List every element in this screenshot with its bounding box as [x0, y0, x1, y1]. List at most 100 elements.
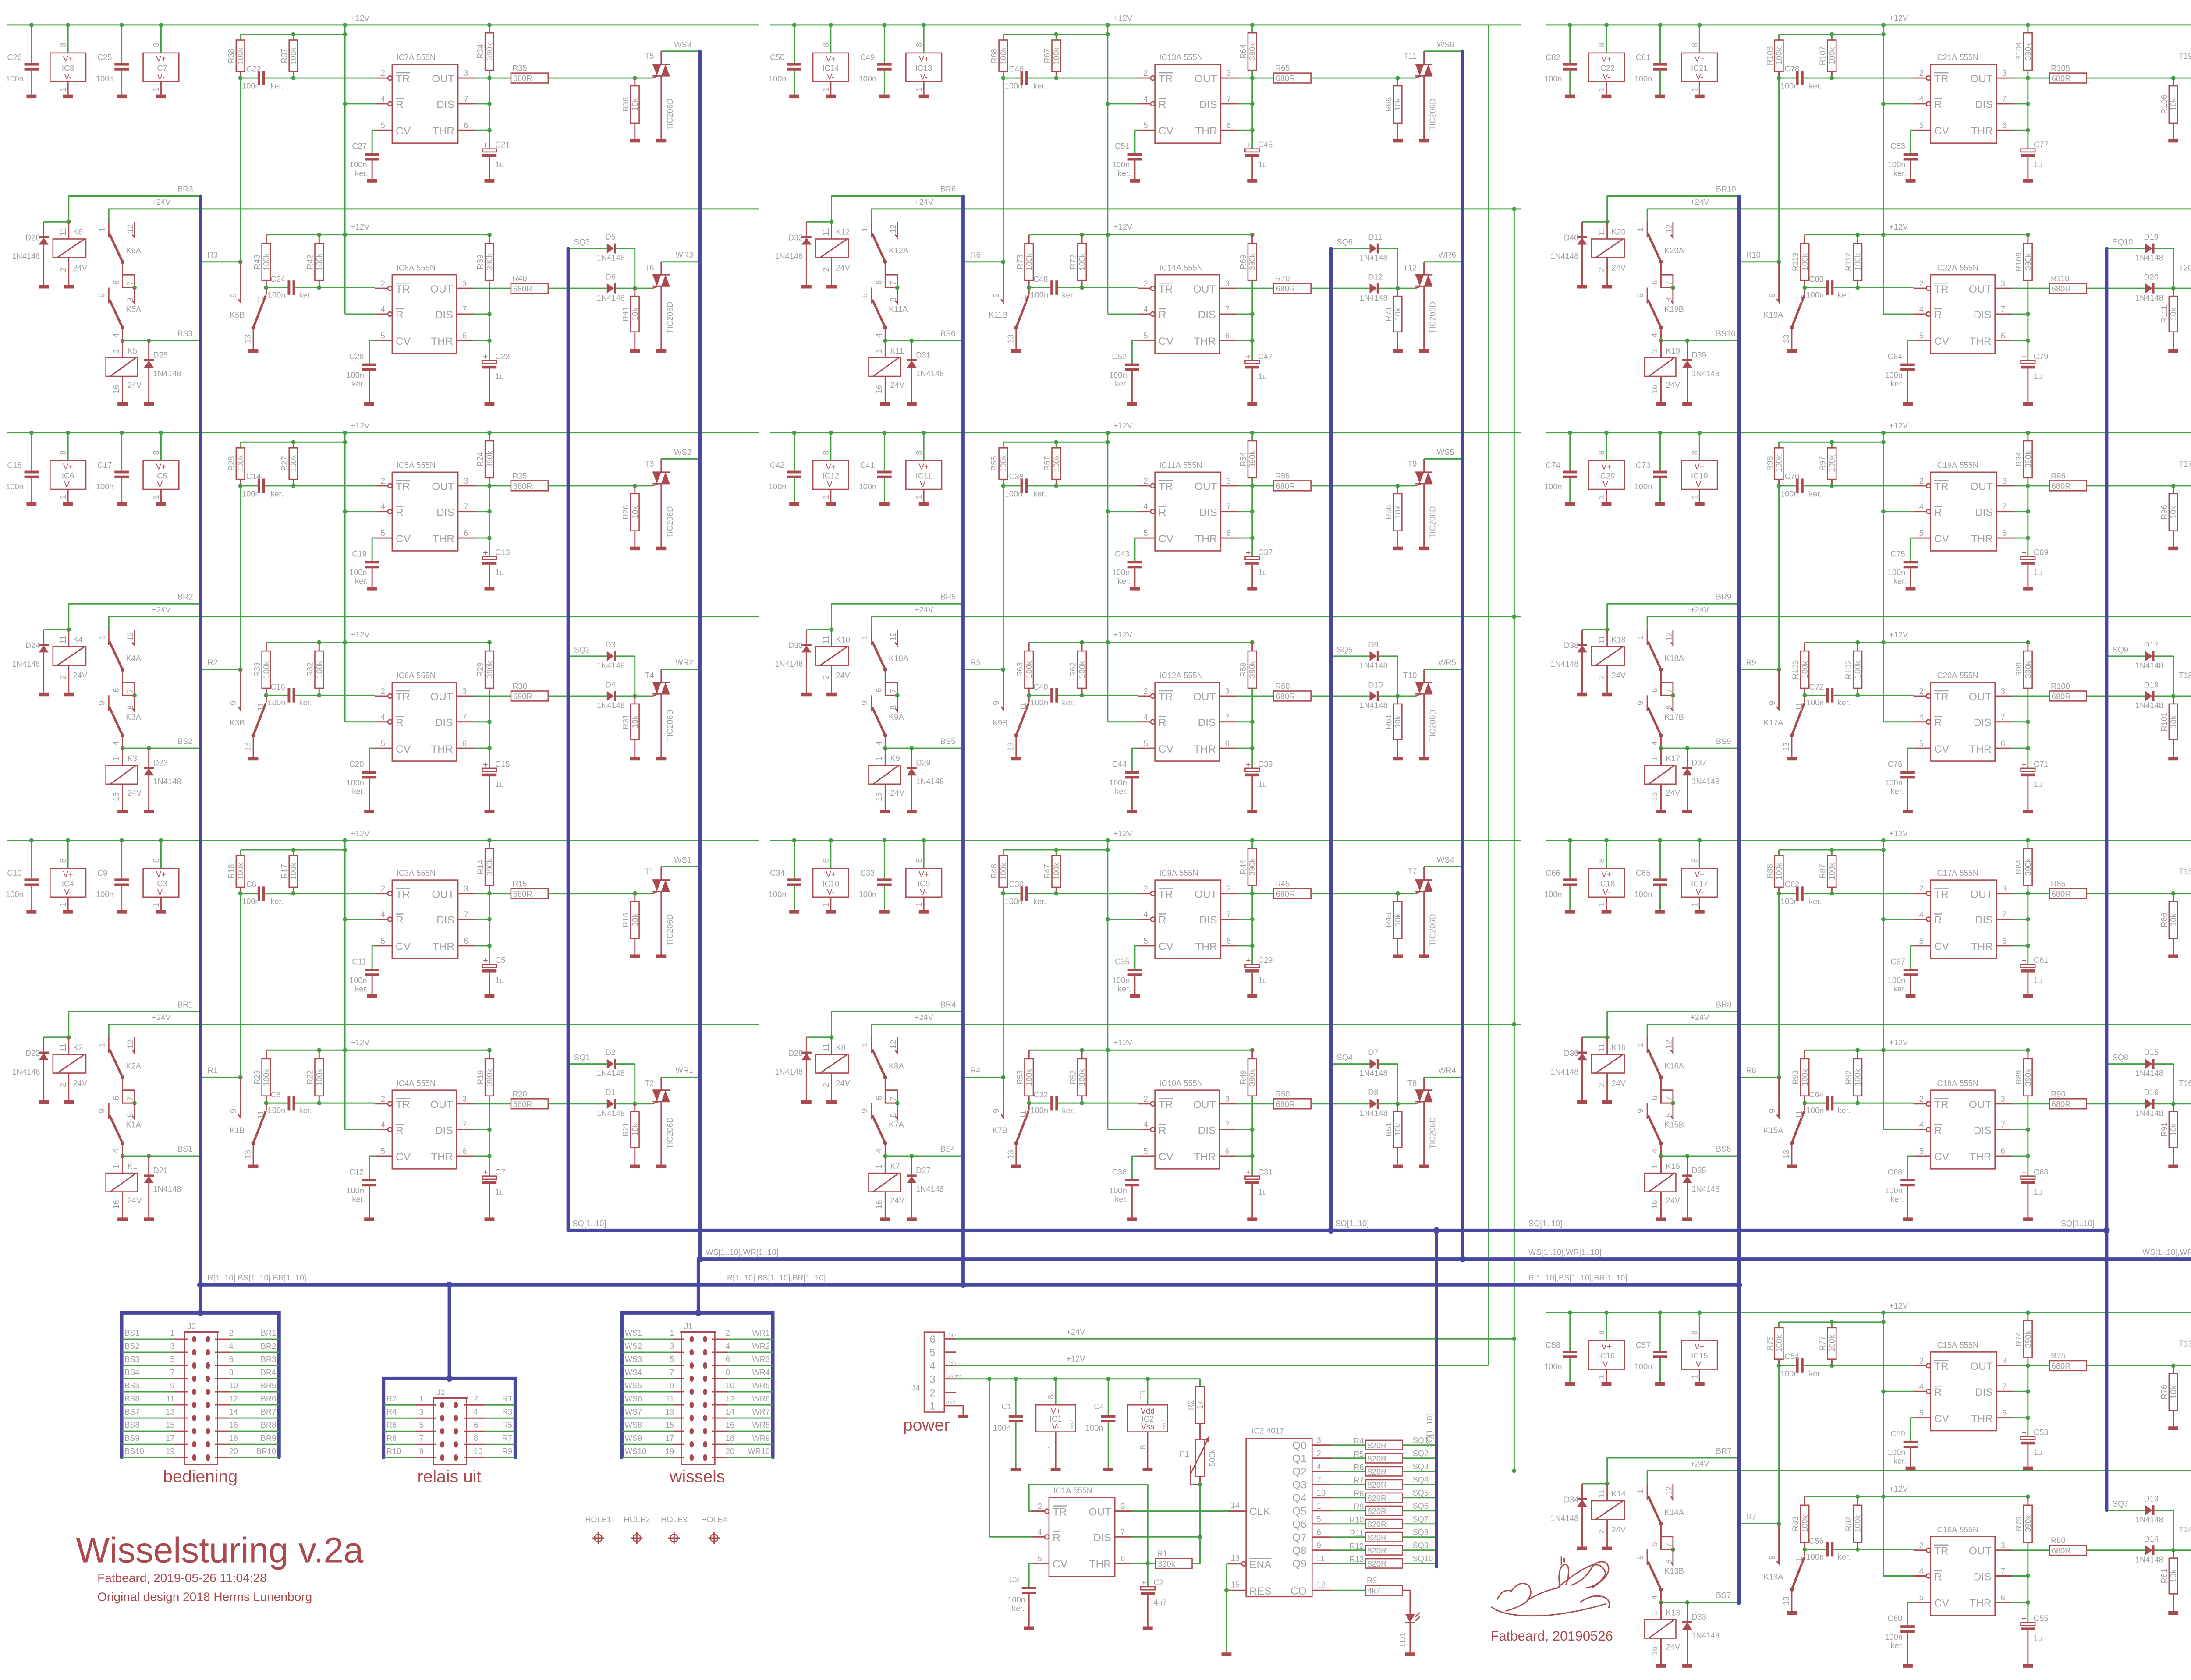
rail-24v: [871, 1024, 1521, 1037]
diode-name: D2: [605, 1048, 615, 1057]
pin-icon[interactable]: [689, 1375, 694, 1382]
pin-icon[interactable]: [206, 1441, 210, 1448]
junction-dot: [1512, 1022, 1517, 1027]
pin-number: 11: [166, 1394, 174, 1403]
wire: [1379, 248, 1398, 289]
pin-icon[interactable]: [689, 1454, 694, 1461]
pin-icon[interactable]: [689, 1388, 694, 1395]
switch-name: K5B: [230, 310, 245, 319]
net-label: SQ4: [1412, 1475, 1429, 1484]
triac-gate: [652, 75, 659, 79]
relay-name: K9: [890, 754, 900, 763]
ic-pin-label: THR: [1971, 125, 1992, 137]
pin-icon[interactable]: [440, 1415, 445, 1422]
pin-icon[interactable]: [703, 1375, 708, 1382]
diode-type: 1N4148: [2135, 1109, 2163, 1118]
pin-icon[interactable]: [440, 1402, 445, 1408]
resistor-value: 390k: [485, 253, 494, 270]
pin-icon[interactable]: [192, 1401, 197, 1408]
pin-icon[interactable]: [454, 1402, 458, 1408]
capacitor-note: ker.: [299, 698, 312, 707]
ic-vplus: V+: [156, 462, 166, 471]
potentiometer-icon[interactable]: [1195, 1439, 1205, 1477]
pin-icon[interactable]: [703, 1349, 708, 1356]
pin-icon[interactable]: [192, 1428, 197, 1435]
pin-icon[interactable]: [192, 1415, 197, 1422]
pin-icon[interactable]: [703, 1401, 708, 1408]
pin-icon[interactable]: [192, 1454, 197, 1461]
pin-icon[interactable]: [689, 1349, 694, 1356]
pin-number: 1: [1650, 757, 1659, 761]
pin-icon[interactable]: [689, 1362, 694, 1369]
pin-icon[interactable]: [689, 1428, 694, 1435]
pin-icon[interactable]: [454, 1428, 458, 1435]
pin-icon[interactable]: [206, 1454, 210, 1461]
pin-icon[interactable]: [206, 1415, 210, 1422]
triac-name: T1: [645, 867, 654, 876]
switch-name: K15A: [1764, 1126, 1783, 1135]
pin-icon[interactable]: [689, 1336, 694, 1343]
pin-number: 1: [1635, 1489, 1645, 1494]
pin-icon[interactable]: [689, 1441, 694, 1448]
pin-icon[interactable]: [703, 1388, 708, 1395]
junction-dot: [1604, 430, 1609, 435]
pin-icon[interactable]: [206, 1362, 210, 1369]
diode-icon: [606, 283, 614, 294]
pin-icon[interactable]: [703, 1415, 708, 1422]
pin-icon[interactable]: [440, 1441, 445, 1448]
pin-icon[interactable]: [454, 1415, 458, 1422]
diode-type: 1N4148: [597, 1109, 625, 1118]
junction-dot: [1250, 891, 1255, 896]
pin-number: 1: [1690, 1375, 1699, 1379]
pin-icon[interactable]: [192, 1375, 197, 1382]
potentiometer-arrow: [1190, 1436, 1210, 1474]
resistor-name: R90: [2051, 1089, 2066, 1098]
pin-icon[interactable]: [206, 1428, 210, 1435]
pin-icon[interactable]: [206, 1375, 210, 1382]
diode-type: 1N4148: [916, 369, 944, 378]
pin-icon[interactable]: [689, 1401, 694, 1408]
ic-pin-label: OUT: [1970, 481, 1993, 493]
pin-icon[interactable]: [703, 1336, 708, 1343]
pin-icon[interactable]: [206, 1349, 210, 1356]
pin-icon[interactable]: [206, 1388, 210, 1395]
pin-icon[interactable]: [440, 1428, 445, 1435]
ic-vminus: V-: [827, 480, 834, 489]
triac-gate: [1415, 75, 1422, 79]
pin-signal: R9: [502, 1447, 512, 1456]
capacitor-icon: [1563, 1355, 1578, 1358]
pin-icon[interactable]: [689, 1415, 694, 1422]
inverted-pin-icon: [1925, 285, 1932, 291]
triac-name: T17: [2179, 459, 2191, 468]
resistor-value: 10k: [2169, 1569, 2178, 1582]
pin-icon[interactable]: [192, 1336, 197, 1343]
junction-dot: [317, 693, 322, 698]
bus-junction-dot: [1459, 1256, 1466, 1263]
pin-icon[interactable]: [703, 1441, 708, 1448]
resistor-value: 390k: [485, 450, 494, 468]
resistor-value: 4k7: [1368, 1586, 1380, 1595]
net-label: SQ2: [574, 645, 590, 654]
resistor-value: 100k: [1078, 253, 1087, 270]
pin-icon[interactable]: [454, 1441, 458, 1448]
pin-icon[interactable]: [192, 1388, 197, 1395]
relay-name: K11: [890, 346, 904, 355]
pin-icon[interactable]: [206, 1336, 210, 1343]
pin-number: 11: [256, 295, 265, 303]
pin-icon[interactable]: [440, 1454, 445, 1461]
pin-icon[interactable]: [192, 1349, 197, 1356]
pin-icon[interactable]: [192, 1362, 197, 1369]
pin-icon[interactable]: [192, 1441, 197, 1448]
pin-icon[interactable]: [703, 1454, 708, 1461]
ic-pin-number: 5: [381, 331, 385, 340]
triac-type: TIC206D: [1428, 506, 1437, 538]
pin-icon[interactable]: [206, 1401, 210, 1408]
ic-pin-label: R: [1934, 717, 1942, 729]
pin-icon[interactable]: [454, 1454, 458, 1461]
pin-icon[interactable]: [703, 1362, 708, 1369]
pin-icon[interactable]: [703, 1428, 708, 1435]
wire: [2154, 248, 2174, 289]
resistor-value: 10k: [1393, 307, 1402, 320]
ic-pin-number: 6: [1120, 1554, 1125, 1563]
relay-name: K16: [1611, 1043, 1626, 1052]
